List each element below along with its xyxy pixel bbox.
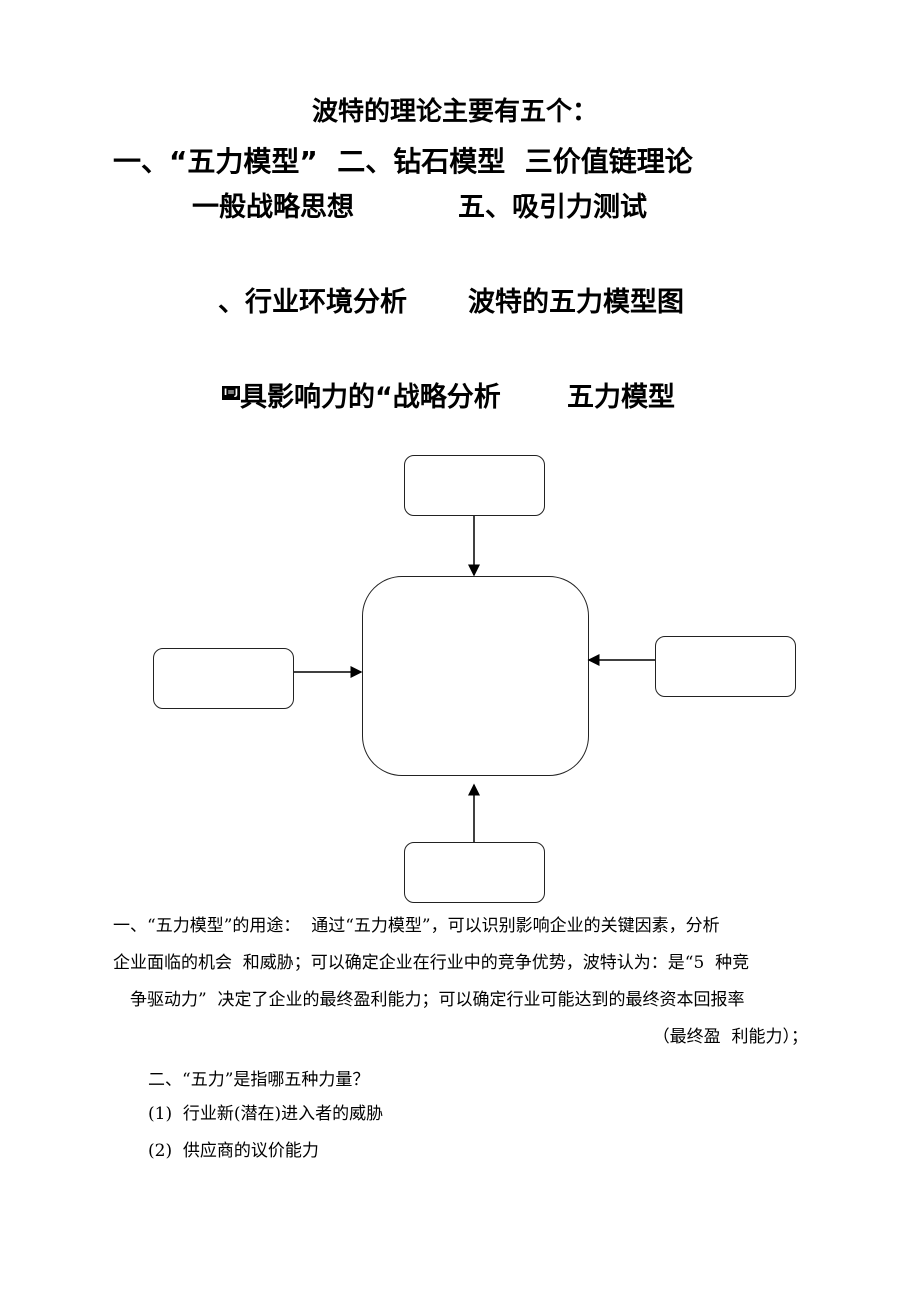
question-heading: 二、“五力”是指哪五种力量？	[148, 1070, 370, 1090]
paragraph-line: 争驱动力” 决定了企业的最终盈利能力；可以确定行业可能达到的最终资本回报率	[130, 990, 745, 1010]
subheading-b: 五力模型	[567, 382, 675, 413]
theory-list-line1: 一、“五力模型” 二、钻石模型 三价值链理论	[113, 145, 693, 178]
paragraph-line: 一、“五力模型”的用途： 通过“五力模型”，可以识别影响企业的关键因素，分析	[113, 916, 720, 936]
paragraph-line: （最终盈 利能力）；	[652, 1027, 808, 1047]
paragraph-line: 企业面临的机会 和威胁；可以确定企业在行业中的竞争优势，波特认为：是“5 种竞	[113, 953, 750, 973]
diagram-box-bottom	[404, 842, 545, 903]
title: 波特的理论主要有五个：	[311, 97, 598, 127]
diagram-box-top	[404, 455, 545, 516]
diagram-box-right	[655, 636, 796, 697]
broken-image-icon: I=J	[222, 386, 240, 400]
list-item: (2) 供应商的议价能力	[148, 1141, 319, 1161]
section-heading-b: 波特的五力模型图	[468, 287, 684, 318]
theory-list-item4: 一般战略思想	[192, 192, 354, 223]
subheading-a: I=J具影响力的“战略分析	[222, 384, 501, 411]
diagram-box-center	[362, 576, 589, 776]
subheading-a-text: 具影响力的“战略分析	[240, 382, 501, 413]
diagram-box-left	[153, 648, 294, 709]
list-item: (1) 行业新(潜在)进入者的威胁	[148, 1104, 384, 1124]
section-heading-a: 、行业环境分析	[218, 287, 407, 318]
theory-list-item5: 五、吸引力测试	[458, 192, 647, 223]
